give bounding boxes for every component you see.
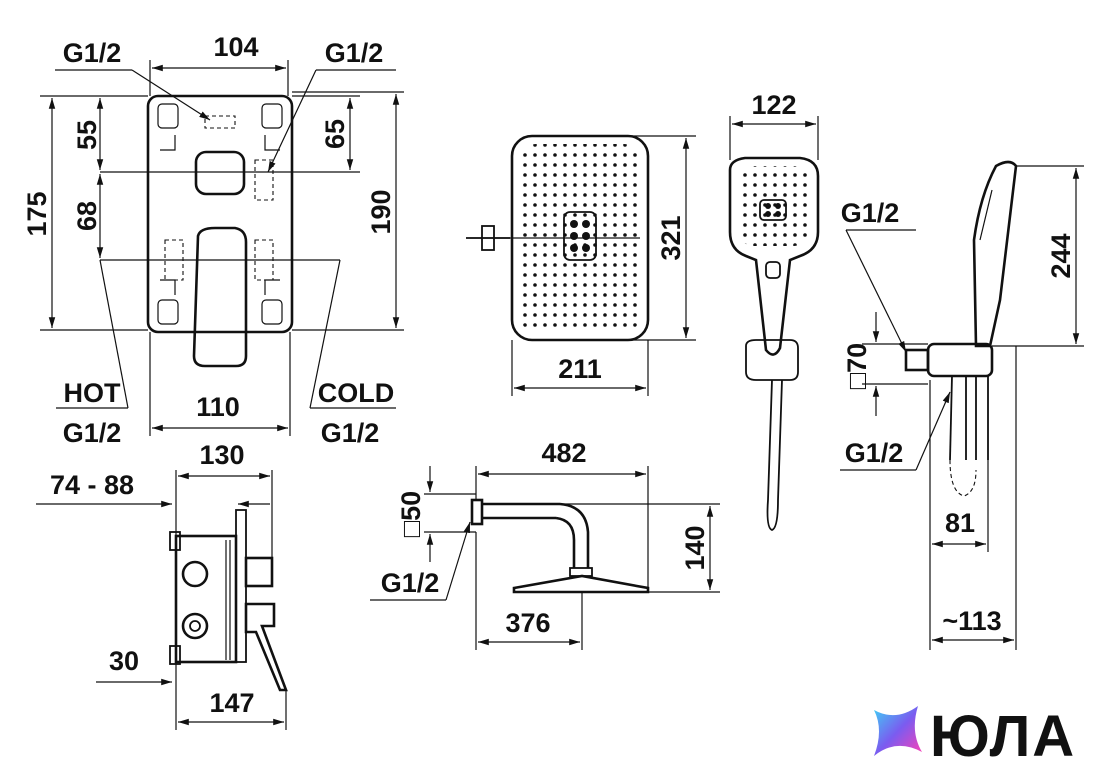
g12-holder-label: G1/2: [841, 198, 900, 228]
dim-113: ~113: [942, 606, 1001, 636]
mixer-front-view: [100, 94, 340, 368]
hot-thread-label: G1/2: [63, 418, 122, 448]
wall-holder-side-view: [904, 160, 1018, 497]
dim-81: 81: [945, 508, 975, 538]
hot-label: HOT: [64, 378, 122, 408]
dim-376: 376: [505, 608, 550, 638]
dim-30: 30: [109, 646, 139, 676]
sq50-label: □50: [396, 491, 426, 537]
mixer-side-view: [169, 509, 288, 692]
g12-top-left-label: G1/2: [63, 38, 122, 68]
cold-label: COLD: [318, 378, 395, 408]
dim-122: 122: [751, 90, 796, 120]
dim-190: 190: [366, 189, 396, 234]
dim-211: 211: [558, 354, 602, 384]
dim-140: 140: [680, 525, 710, 570]
rain-shower-top-view: [466, 134, 650, 342]
logo-star-icon: [874, 706, 922, 756]
dim-321: 321: [656, 215, 686, 260]
logo-text: ЮЛА: [930, 704, 1076, 767]
dim-68: 68: [72, 201, 102, 231]
shower-arm-side-view: [470, 498, 650, 594]
dim-55: 55: [72, 120, 102, 150]
dim-74-88: 74 - 88: [50, 470, 134, 500]
dim-244: 244: [1046, 233, 1076, 278]
brand-logo: ЮЛА: [874, 704, 1076, 767]
sq70-label: □70: [842, 343, 872, 389]
g12-arm-label: G1/2: [381, 568, 440, 598]
cold-thread-label: G1/2: [321, 418, 380, 448]
dim-147: 147: [209, 688, 254, 718]
g12-hose-label: G1/2: [845, 438, 904, 468]
g12-top-right-label: G1/2: [325, 38, 384, 68]
dim-65: 65: [320, 119, 350, 149]
dim-175: 175: [22, 191, 52, 236]
dim-130: 130: [199, 440, 244, 470]
dim-110: 110: [196, 392, 240, 422]
hand-shower: [728, 156, 820, 531]
dim-104: 104: [213, 32, 258, 62]
dim-482: 482: [541, 438, 586, 468]
